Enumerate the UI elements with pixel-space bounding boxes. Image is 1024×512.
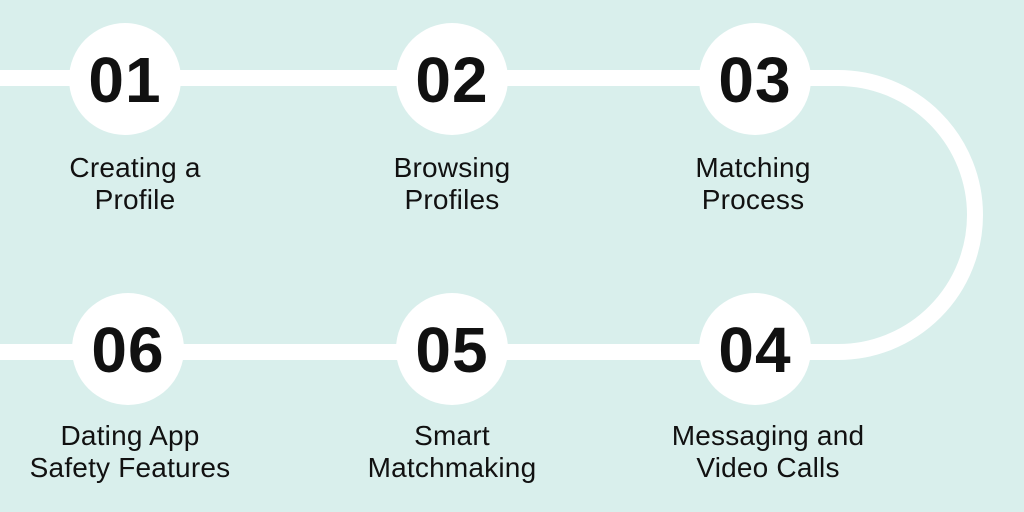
step-circle-05: 05 (396, 293, 508, 405)
step-label-01: Creating a Profile (0, 152, 295, 216)
step-label-06-line1: Dating App (60, 420, 200, 451)
step-circle-06: 06 (72, 293, 184, 405)
step-label-01-line2: Profile (94, 184, 176, 215)
step-number-06: 06 (91, 314, 165, 386)
step-label-05: Smart Matchmaking (292, 420, 612, 484)
step-circle-04: 04 (699, 293, 811, 405)
step-label-06-line2: Safety Features (29, 452, 231, 483)
step-label-02-line1: Browsing (393, 152, 511, 183)
step-label-04-line1: Messaging and (671, 420, 865, 451)
step-label-04: Messaging and Video Calls (608, 420, 928, 484)
step-number-01: 01 (88, 44, 162, 116)
step-label-04-line2: Video Calls (696, 452, 840, 483)
step-number-05: 05 (415, 314, 489, 386)
step-number-03: 03 (718, 44, 792, 116)
step-circle-02: 02 (396, 23, 508, 135)
step-label-01-line1: Creating a (69, 152, 201, 183)
step-label-03: Matching Process (593, 152, 913, 216)
step-label-02-line2: Profiles (404, 184, 500, 215)
step-label-03-line1: Matching (695, 152, 811, 183)
step-circle-03: 03 (699, 23, 811, 135)
step-label-03-line2: Process (701, 184, 805, 215)
connector-path (0, 70, 983, 360)
step-label-06: Dating App Safety Features (0, 420, 290, 484)
step-circle-01: 01 (69, 23, 181, 135)
step-number-02: 02 (415, 44, 489, 116)
step-label-05-line1: Smart (414, 420, 490, 451)
step-number-04: 04 (718, 314, 792, 386)
step-label-02: Browsing Profiles (292, 152, 612, 216)
step-label-05-line2: Matchmaking (367, 452, 537, 483)
